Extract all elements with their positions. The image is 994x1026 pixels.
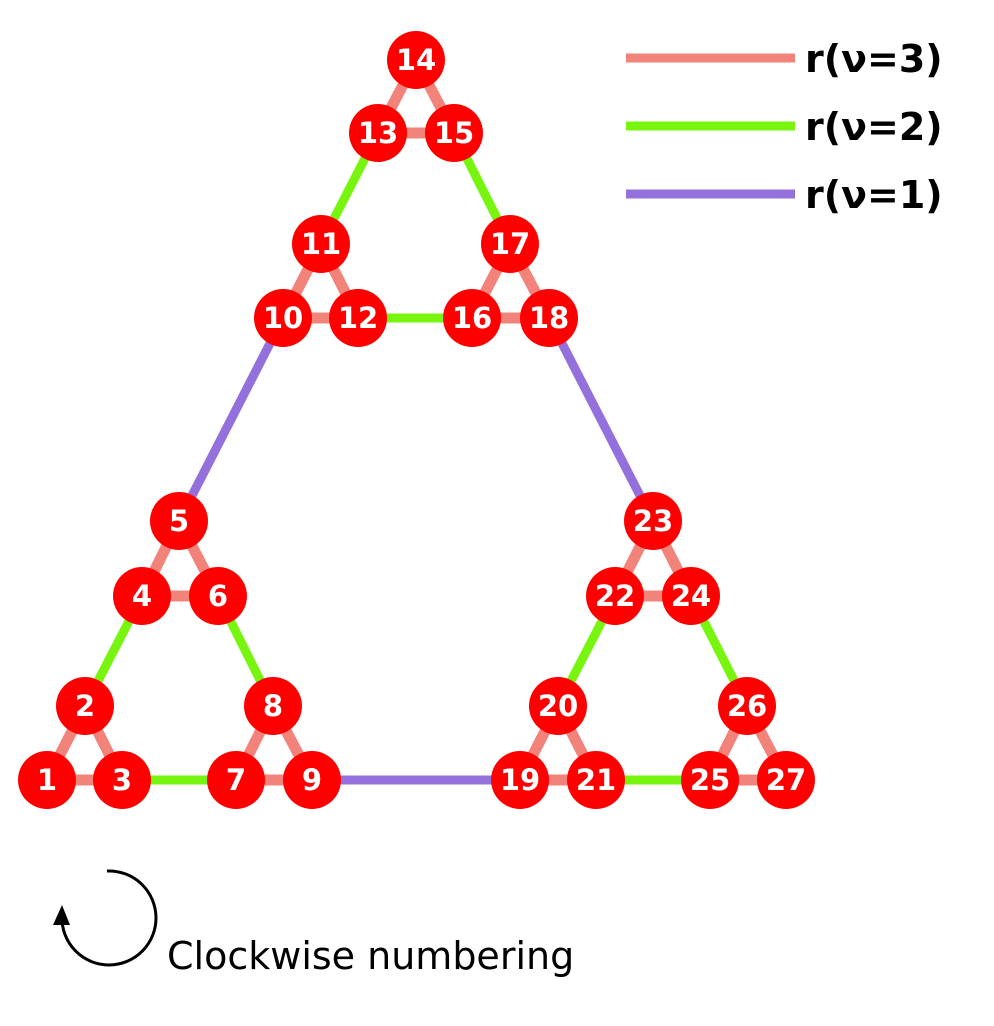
- node-circle: [349, 104, 407, 162]
- node-25: 25: [681, 751, 739, 809]
- node-circle: [207, 751, 265, 809]
- node-circle: [718, 677, 776, 735]
- node-label: 19: [500, 763, 540, 797]
- node-15: 15: [425, 104, 483, 162]
- node-circle: [662, 567, 720, 625]
- node-circle: [624, 492, 682, 550]
- node-circle: [150, 492, 208, 550]
- node-16: 16: [443, 289, 501, 347]
- node-label: 15: [434, 116, 474, 150]
- node-label: 10: [263, 301, 303, 335]
- node-9: 9: [283, 751, 341, 809]
- node-label: 22: [595, 579, 635, 613]
- edge-5-10: [174, 315, 288, 524]
- node-label: 26: [727, 689, 767, 723]
- node-label: 9: [302, 763, 322, 797]
- node-circle: [113, 567, 171, 625]
- node-7: 7: [207, 751, 265, 809]
- node-13: 13: [349, 104, 407, 162]
- legend-item-3: r(ν=3): [626, 37, 943, 81]
- node-circle: [586, 567, 644, 625]
- node-circle: [387, 31, 445, 89]
- node-20: 20: [529, 677, 587, 735]
- node-circle: [529, 677, 587, 735]
- node-label: 12: [338, 301, 378, 335]
- node-1: 1: [18, 751, 76, 809]
- node-14: 14: [387, 31, 445, 89]
- node-circle: [254, 289, 312, 347]
- node-11: 11: [292, 215, 350, 273]
- node-label: 25: [690, 763, 730, 797]
- node-circle: [56, 677, 114, 735]
- node-5: 5: [150, 492, 208, 550]
- node-circle: [481, 215, 539, 273]
- node-10: 10: [254, 289, 312, 347]
- node-circle: [520, 289, 578, 347]
- node-label: 27: [766, 763, 806, 797]
- node-label: 8: [263, 689, 283, 723]
- node-18: 18: [520, 289, 578, 347]
- node-22: 22: [586, 567, 644, 625]
- node-6: 6: [189, 567, 247, 625]
- node-label: 16: [452, 301, 492, 335]
- node-26: 26: [718, 677, 776, 735]
- node-circle: [329, 289, 387, 347]
- node-label: 2: [75, 689, 95, 723]
- node-label: 18: [529, 301, 569, 335]
- legend-label: r(ν=2): [805, 105, 943, 149]
- node-3: 3: [93, 751, 151, 809]
- node-19: 19: [491, 751, 549, 809]
- node-4: 4: [113, 567, 171, 625]
- node-23: 23: [624, 492, 682, 550]
- node-label: 21: [576, 763, 616, 797]
- legend-label: r(ν=3): [805, 37, 943, 81]
- node-label: 7: [226, 763, 246, 797]
- node-8: 8: [244, 677, 302, 735]
- legend-item-2: r(ν=2): [626, 105, 943, 149]
- node-label: 6: [208, 579, 228, 613]
- node-12: 12: [329, 289, 387, 347]
- node-24: 24: [662, 567, 720, 625]
- edges-layer: [42, 57, 791, 786]
- node-circle: [425, 104, 483, 162]
- legend-label: r(ν=1): [805, 173, 943, 217]
- edge-18-23: [544, 315, 658, 524]
- node-label: 13: [358, 116, 398, 150]
- node-circle: [567, 751, 625, 809]
- legend-item-1: r(ν=1): [626, 173, 943, 217]
- node-circle: [18, 751, 76, 809]
- node-label: 17: [490, 227, 530, 261]
- node-label: 14: [396, 43, 436, 77]
- node-circle: [283, 751, 341, 809]
- node-label: 23: [633, 504, 673, 538]
- node-label: 11: [301, 227, 341, 261]
- node-circle: [757, 751, 815, 809]
- node-circle: [93, 751, 151, 809]
- clockwise-arrow-icon: [53, 869, 158, 967]
- node-label: 20: [538, 689, 578, 723]
- node-label: 5: [169, 504, 189, 538]
- node-27: 27: [757, 751, 815, 809]
- node-circle: [681, 751, 739, 809]
- node-17: 17: [481, 215, 539, 273]
- node-circle: [292, 215, 350, 273]
- node-label: 4: [132, 579, 152, 613]
- node-circle: [189, 567, 247, 625]
- caption: Clockwise numbering: [167, 934, 575, 978]
- node-label: 24: [671, 579, 711, 613]
- node-label: 3: [112, 763, 132, 797]
- node-circle: [244, 677, 302, 735]
- node-2: 2: [56, 677, 114, 735]
- node-circle: [491, 751, 549, 809]
- nodes-layer: 1234567891011121314151617181920212223242…: [18, 31, 815, 809]
- node-circle: [443, 289, 501, 347]
- node-21: 21: [567, 751, 625, 809]
- node-label: 1: [37, 763, 57, 797]
- legend: r(ν=3) r(ν=2) r(ν=1): [626, 37, 943, 217]
